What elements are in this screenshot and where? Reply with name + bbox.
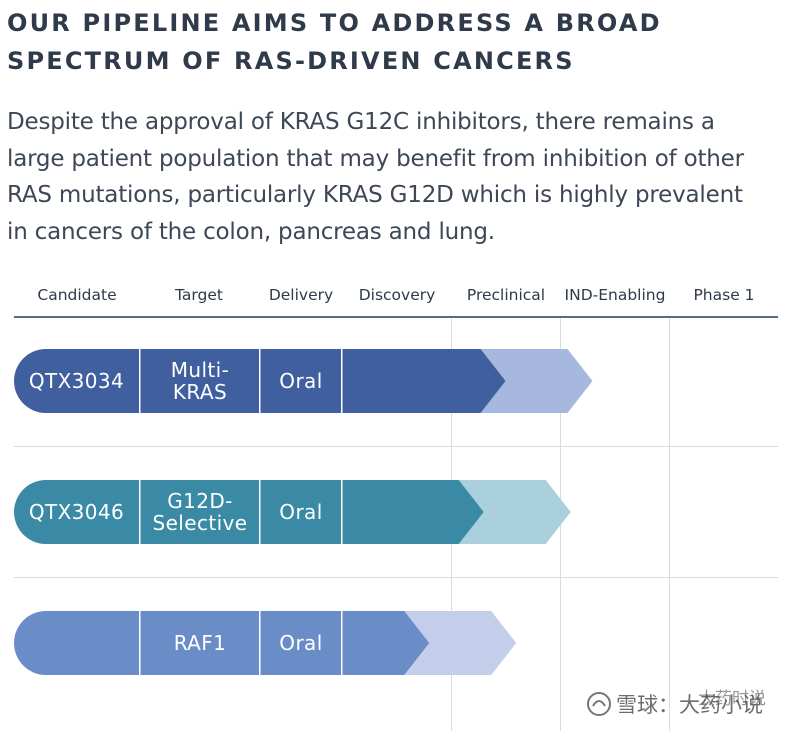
pipeline-row xyxy=(14,480,571,544)
column-header-preclinical: Preclinical xyxy=(466,286,546,304)
pipeline-row xyxy=(14,611,517,675)
row-divider-1 xyxy=(14,446,778,447)
title-line-2: SPECTRUM OF RAS-DRIVEN CANCERS xyxy=(7,47,575,75)
cell-delivery: Oral xyxy=(279,631,323,655)
intro-line-2: large patient population that may benefi… xyxy=(7,145,744,172)
watermark-text: 雪球：大药小说 xyxy=(616,693,763,717)
column-header-target: Target xyxy=(175,286,223,304)
column-header-ind-enabling: IND-Enabling xyxy=(564,286,666,304)
cell-separator xyxy=(259,611,261,675)
intro-line-4: in cancers of the colon, pancreas and lu… xyxy=(7,218,495,245)
intro-paragraph: Despite the approval of KRAS G12C inhibi… xyxy=(7,104,797,250)
column-header-candidate: Candidate xyxy=(37,286,117,304)
watermark-overlay-text: 大药时说 xyxy=(698,689,766,709)
title-line-1: OUR PIPELINE AIMS TO ADDRESS A BROAD xyxy=(7,9,662,37)
cell-candidate: QTX3034 xyxy=(28,369,125,393)
cell-delivery: Oral xyxy=(279,369,323,393)
cell-separator xyxy=(139,349,141,413)
intro-line-3: RAS mutations, particularly KRAS G12D wh… xyxy=(7,182,743,208)
cell-separator xyxy=(259,480,261,544)
header-rule xyxy=(14,316,778,318)
pipeline-row xyxy=(14,349,593,413)
progress-bar-dark xyxy=(14,611,430,675)
watermark: 雪球：大药小说 xyxy=(586,686,763,722)
cell-separator xyxy=(341,611,343,675)
column-header-delivery: Delivery xyxy=(268,286,334,304)
cell-candidate: QTX3046 xyxy=(28,500,125,524)
cell-separator xyxy=(139,611,141,675)
cell-delivery: Oral xyxy=(279,500,323,524)
cell-candidate xyxy=(14,611,139,675)
row-divider-2 xyxy=(14,577,778,578)
grid-line-phase-1 xyxy=(669,318,670,731)
cell-separator xyxy=(139,480,141,544)
cell-separator xyxy=(341,349,343,413)
cell-target: Multi- KRAS xyxy=(170,358,230,404)
snowball-icon xyxy=(587,692,611,716)
cell-target: G12D- Selective xyxy=(152,489,248,535)
cell-separator xyxy=(259,349,261,413)
cell-target: RAF1 xyxy=(173,631,227,655)
page-title: OUR PIPELINE AIMS TO ADDRESS A BROAD SPE… xyxy=(7,4,787,80)
progress-bar-dark xyxy=(14,480,484,544)
column-header-discovery: Discovery xyxy=(358,286,436,304)
intro-line-1: Despite the approval of KRAS G12C inhibi… xyxy=(7,109,715,135)
column-header-phase-1: Phase 1 xyxy=(693,286,755,304)
cell-separator xyxy=(341,480,343,544)
